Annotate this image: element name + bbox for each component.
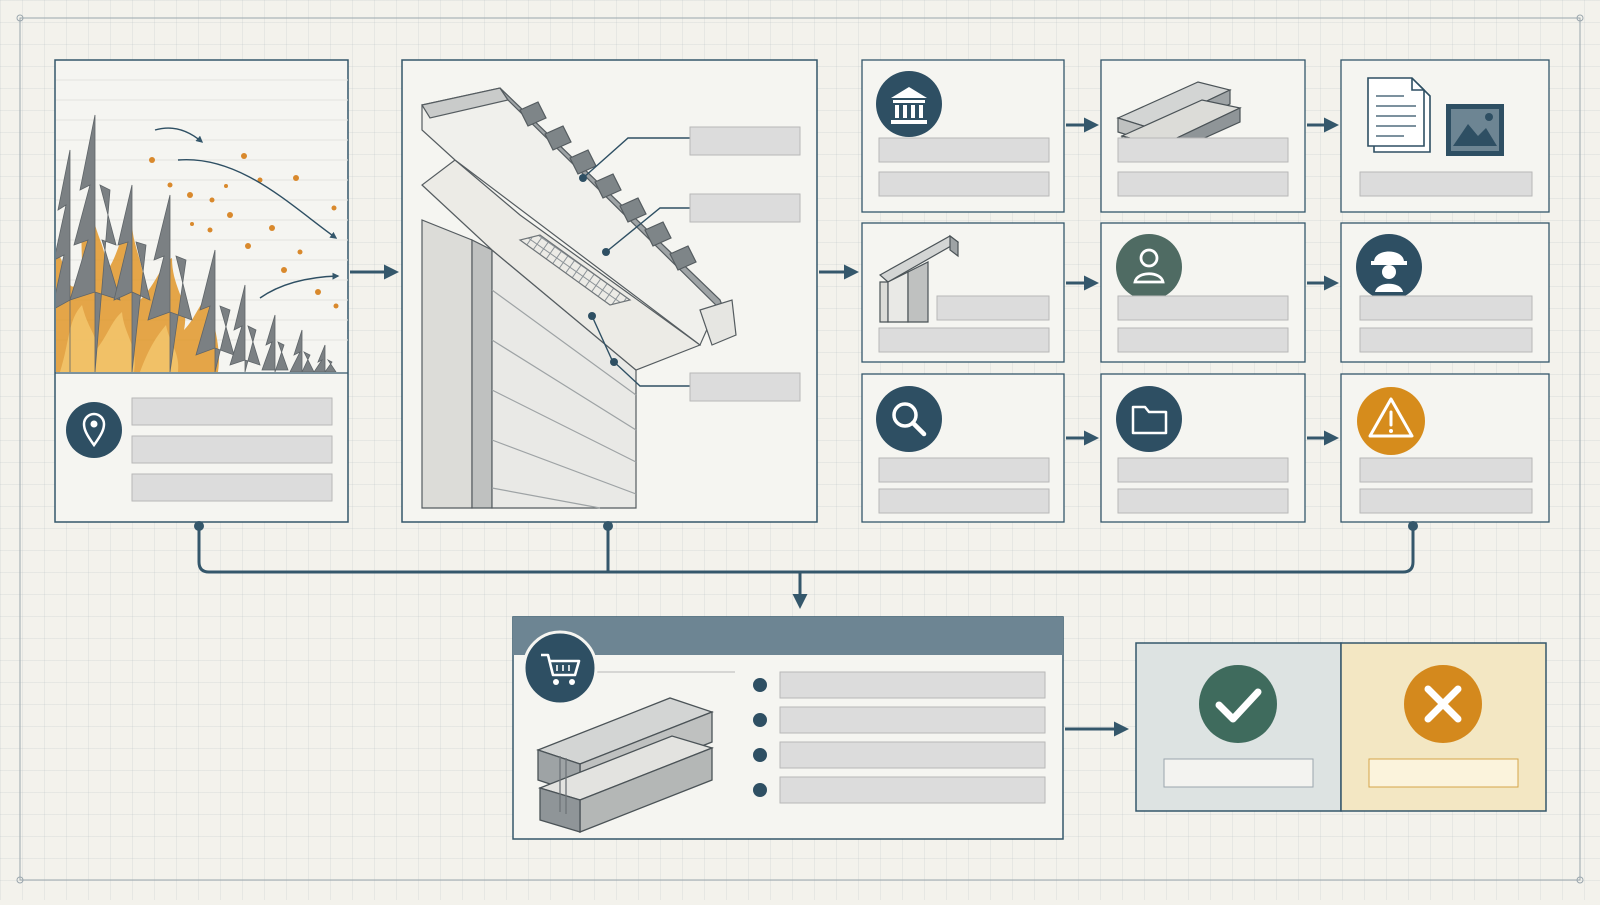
placeholder-bar <box>1117 137 1289 163</box>
map-pin-icon <box>66 402 122 458</box>
placeholder-bar <box>878 457 1050 483</box>
placeholder-bar <box>1117 327 1289 353</box>
placeholder-bar <box>1359 171 1533 197</box>
card-eave <box>861 222 1065 363</box>
person-icon <box>1116 234 1182 300</box>
card-person <box>1100 222 1306 363</box>
placeholder-bar <box>131 435 333 464</box>
placeholder-bar <box>1117 457 1289 483</box>
card-worker <box>1340 222 1550 363</box>
search-icon <box>876 386 942 452</box>
institution-icon <box>876 71 942 137</box>
placeholder-bar <box>1359 327 1533 353</box>
frame-border <box>19 17 1581 881</box>
placeholder-bar <box>878 488 1050 514</box>
worker-hardhat-icon <box>1356 234 1422 300</box>
placeholder-bar <box>779 741 1046 769</box>
placeholder-bar <box>779 776 1046 804</box>
wind-arrows <box>154 127 340 299</box>
bullet-point <box>753 748 767 762</box>
merge-connector <box>197 526 1415 609</box>
card-lumber <box>1100 59 1306 213</box>
bullet-point <box>753 678 767 692</box>
x-icon <box>1404 665 1482 743</box>
placeholder-bar <box>1117 171 1289 197</box>
order-panel-header <box>513 617 1063 655</box>
callout-label-box <box>689 126 801 156</box>
frame-corner <box>16 876 24 884</box>
folder-icon <box>1116 386 1182 452</box>
callout-dot <box>579 174 587 182</box>
card-documents <box>1340 59 1550 213</box>
document-icon <box>1367 77 1431 153</box>
placeholder-bar <box>1117 295 1289 321</box>
placeholder-bar <box>878 327 1050 353</box>
card-search <box>861 373 1065 523</box>
image-icon <box>1446 104 1504 156</box>
eave-illustration <box>421 87 737 509</box>
placeholder-bar <box>936 295 1050 321</box>
placeholder-bar <box>779 706 1046 734</box>
lumber-stack-illustration <box>536 697 714 833</box>
placeholder-bar <box>1359 488 1533 514</box>
placeholder-bar <box>1359 295 1533 321</box>
frame-corner <box>1576 14 1584 22</box>
callout-lines <box>582 137 690 387</box>
check-icon <box>1199 665 1277 743</box>
eave-icon <box>878 234 960 323</box>
ember-particles <box>149 153 339 309</box>
bullet-point <box>753 713 767 727</box>
card-warning <box>1340 373 1550 523</box>
reject-label-box <box>1368 758 1519 788</box>
callout-label-box <box>689 193 801 223</box>
frame-corner <box>1576 876 1584 884</box>
wildfire-panel <box>54 59 349 523</box>
connector-node <box>1408 521 1418 531</box>
placeholder-bar <box>1117 488 1289 514</box>
decision-panel <box>1135 642 1547 812</box>
placeholder-bar <box>878 171 1050 197</box>
callout-dot <box>588 312 596 320</box>
placeholder-bar <box>878 137 1050 163</box>
placeholder-bar <box>779 671 1046 699</box>
callout-dot <box>602 248 610 256</box>
approve-label-box <box>1163 758 1314 788</box>
bullet-point <box>753 783 767 797</box>
card-folder <box>1100 373 1306 523</box>
callout-label-box <box>689 372 801 402</box>
frame-corner <box>16 14 24 22</box>
eave-detail-panel <box>401 59 818 523</box>
connector-node <box>603 521 613 531</box>
shingles <box>519 101 697 271</box>
warning-icon <box>1357 387 1425 455</box>
placeholder-bar <box>131 397 333 426</box>
placeholder-bar <box>131 473 333 502</box>
placeholder-bar <box>1359 457 1533 483</box>
card-institution <box>861 59 1065 213</box>
connector-node <box>194 521 204 531</box>
order-panel <box>512 616 1064 840</box>
tree-group <box>56 114 337 372</box>
callout-dot <box>610 358 618 366</box>
forest-fire-illustration <box>56 79 348 372</box>
cart-icon <box>522 630 598 706</box>
